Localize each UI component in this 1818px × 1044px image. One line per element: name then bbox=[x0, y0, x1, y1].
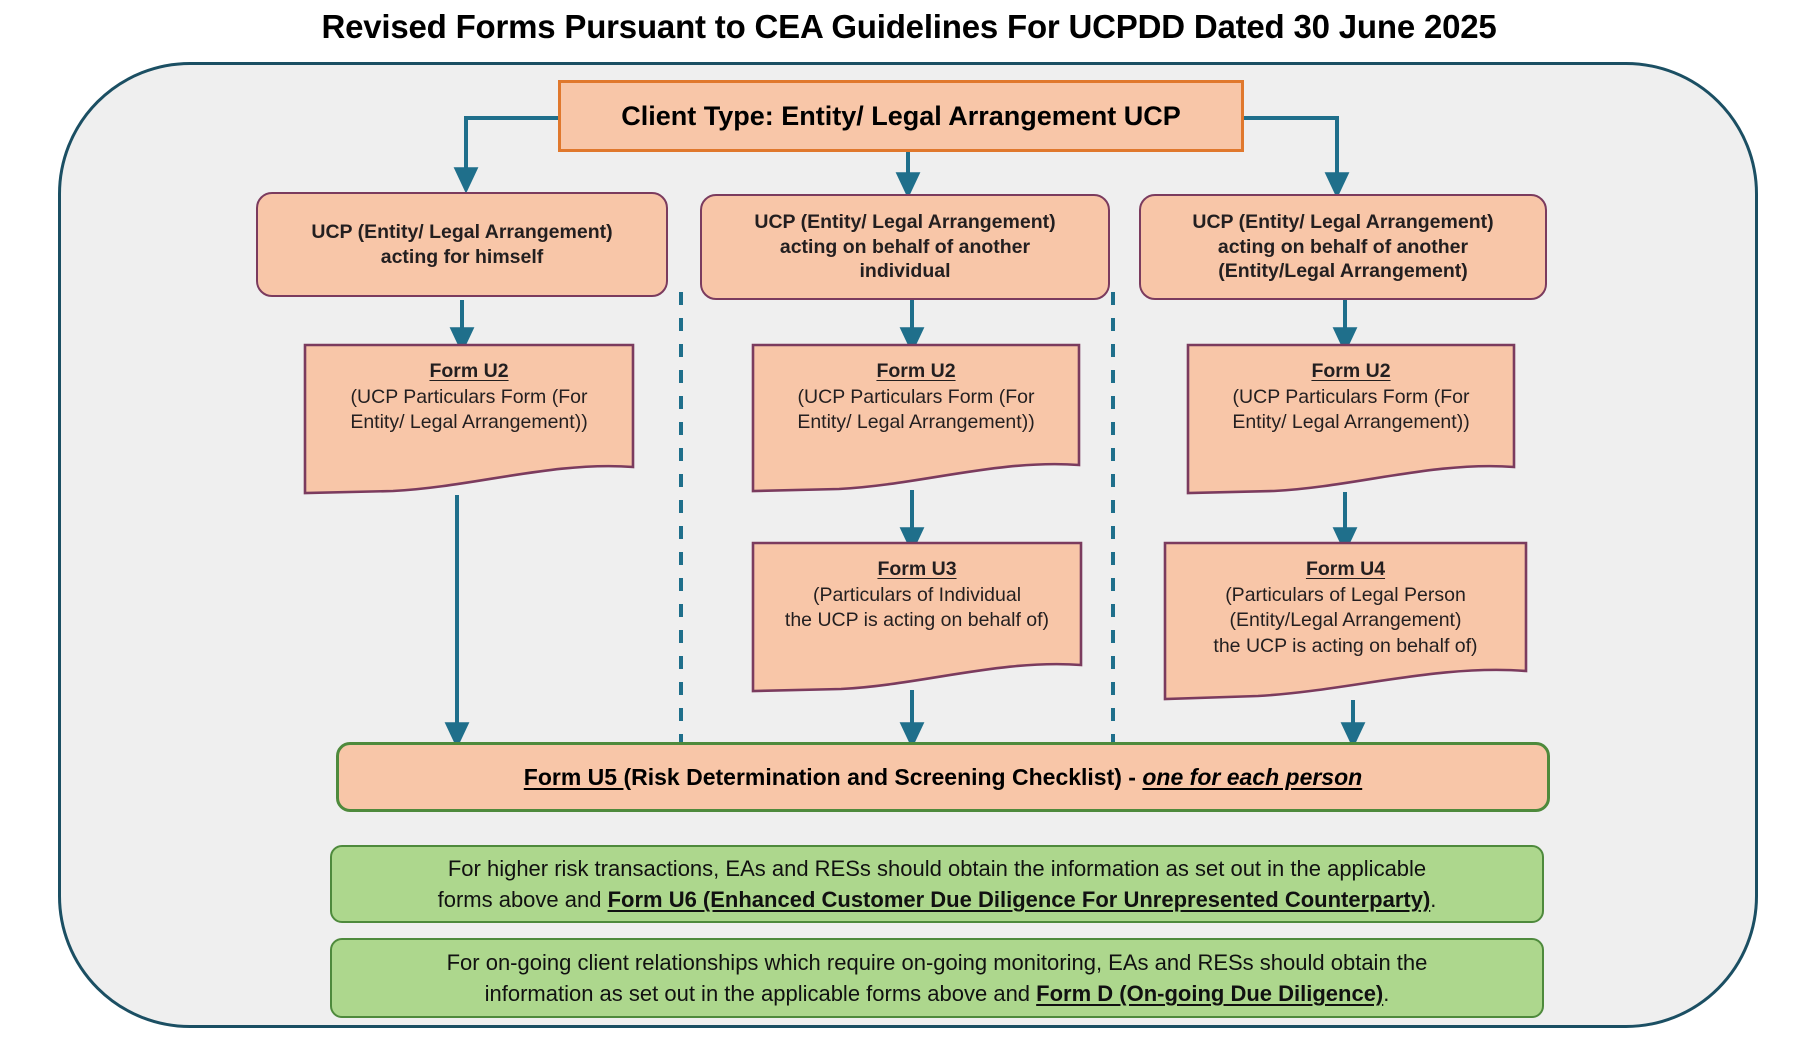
higher-risk-note-text: For higher risk transactions, EAs and RE… bbox=[352, 853, 1522, 915]
branch-header-acting-for-another-individual[interactable]: UCP (Entity/ Legal Arrangement) acting o… bbox=[700, 194, 1110, 300]
higher-risk-note[interactable]: For higher risk transactions, EAs and RE… bbox=[330, 845, 1544, 923]
branch-header-acting-for-another-entity[interactable]: UCP (Entity/ Legal Arrangement) acting o… bbox=[1139, 194, 1547, 300]
form-u3-text: Form U3 (Particulars of Individual the U… bbox=[751, 541, 1083, 634]
note-form-reference: Form U6 (Enhanced Customer Due Diligence… bbox=[607, 887, 1431, 912]
document-shape-icon bbox=[303, 343, 635, 495]
form-desc-line: the UCP is acting on behalf of) bbox=[784, 609, 1050, 632]
branch-header-acting-for-himself[interactable]: UCP (Entity/ Legal Arrangement) acting f… bbox=[256, 192, 668, 297]
form-desc-line: Entity/ Legal Arrangement)) bbox=[797, 411, 1035, 434]
form-u3[interactable]: Form U3 (Particulars of Individual the U… bbox=[751, 541, 1083, 693]
header-line: (Entity/Legal Arrangement) bbox=[1218, 260, 1468, 283]
form-u2-col3[interactable]: Form U2 (UCP Particulars Form (For Entit… bbox=[1186, 343, 1516, 495]
form-desc-line: (UCP Particulars Form (For bbox=[350, 385, 588, 408]
header-line: UCP (Entity/ Legal Arrangement) bbox=[1192, 210, 1494, 233]
form-u4[interactable]: Form U4 (Particulars of Legal Person (En… bbox=[1163, 541, 1528, 701]
note-line-post: . bbox=[1383, 981, 1390, 1006]
branch-header-label: UCP (Entity/ Legal Arrangement) acting f… bbox=[268, 220, 656, 270]
ongoing-note[interactable]: For on-going client relationships which … bbox=[330, 938, 1544, 1018]
document-shape-icon bbox=[751, 541, 1083, 693]
form-desc-line: (Entity/Legal Arrangement) bbox=[1229, 609, 1462, 632]
header-line: UCP (Entity/ Legal Arrangement) bbox=[311, 220, 613, 243]
header-line: acting for himself bbox=[380, 245, 544, 268]
document-shape-icon bbox=[751, 343, 1081, 493]
form-desc-line: Entity/ Legal Arrangement)) bbox=[1232, 411, 1470, 434]
form-desc-line: Entity/ Legal Arrangement)) bbox=[350, 411, 588, 434]
document-shape-icon bbox=[1186, 343, 1516, 495]
form-title: Form U2 bbox=[1311, 360, 1391, 382]
form-u2-col1[interactable]: Form U2 (UCP Particulars Form (For Entit… bbox=[303, 343, 635, 495]
client-type-box[interactable]: Client Type: Entity/ Legal Arrangement U… bbox=[558, 80, 1244, 152]
header-line: acting on behalf of another bbox=[779, 235, 1031, 258]
header-line: individual bbox=[859, 260, 951, 283]
form-u5-title: Form U5 bbox=[523, 763, 624, 790]
form-u4-text: Form U4 (Particulars of Legal Person (En… bbox=[1163, 541, 1528, 660]
header-line: UCP (Entity/ Legal Arrangement) bbox=[754, 210, 1056, 233]
note-line: For on-going client relationships which … bbox=[446, 949, 1428, 975]
form-desc-line: the UCP is acting on behalf of) bbox=[1213, 635, 1478, 658]
form-desc-line: (Particulars of Legal Person bbox=[1225, 583, 1466, 606]
header-line: acting on behalf of another bbox=[1217, 235, 1469, 258]
page-title: Revised Forms Pursuant to CEA Guidelines… bbox=[321, 8, 1497, 45]
branch-header-label: UCP (Entity/ Legal Arrangement) acting o… bbox=[712, 210, 1098, 284]
form-title: Form U2 bbox=[429, 360, 509, 382]
form-title: Form U2 bbox=[876, 360, 956, 382]
form-title: Form U4 bbox=[1305, 558, 1386, 580]
note-line-pre: information as set out in the applicable… bbox=[484, 981, 1037, 1006]
ongoing-note-text: For on-going client relationships which … bbox=[352, 947, 1522, 1009]
form-u5-middle: (Risk Determination and Screening Checkl… bbox=[623, 763, 1143, 790]
form-title: Form U3 bbox=[877, 558, 957, 580]
client-type-label: Client Type: Entity/ Legal Arrangement U… bbox=[621, 100, 1181, 131]
document-shape-icon bbox=[1163, 541, 1528, 701]
note-line: information as set out in the applicable… bbox=[352, 978, 1522, 1009]
form-u2-col2-text: Form U2 (UCP Particulars Form (For Entit… bbox=[751, 343, 1081, 436]
form-desc-line: (UCP Particulars Form (For bbox=[797, 385, 1035, 408]
form-u2-col2[interactable]: Form U2 (UCP Particulars Form (For Entit… bbox=[751, 343, 1081, 493]
form-u5-emphasis: one for each person bbox=[1142, 763, 1363, 790]
form-u5-bar[interactable]: Form U5 (Risk Determination and Screenin… bbox=[336, 742, 1550, 812]
note-line: For higher risk transactions, EAs and RE… bbox=[447, 855, 1427, 881]
form-u2-col3-text: Form U2 (UCP Particulars Form (For Entit… bbox=[1186, 343, 1516, 436]
note-line-pre: forms above and bbox=[437, 887, 608, 912]
branch-header-label: UCP (Entity/ Legal Arrangement) acting o… bbox=[1151, 210, 1535, 284]
note-line: forms above and Form U6 (Enhanced Custom… bbox=[352, 884, 1522, 915]
form-u2-col1-text: Form U2 (UCP Particulars Form (For Entit… bbox=[303, 343, 635, 436]
note-line-post: . bbox=[1430, 887, 1437, 912]
form-desc-line: (Particulars of Individual bbox=[812, 583, 1022, 606]
note-form-reference: Form D (On-going Due Diligence) bbox=[1036, 981, 1384, 1006]
form-u5-label: Form U5 (Risk Determination and Screenin… bbox=[357, 764, 1529, 791]
form-desc-line: (UCP Particulars Form (For bbox=[1232, 385, 1470, 408]
